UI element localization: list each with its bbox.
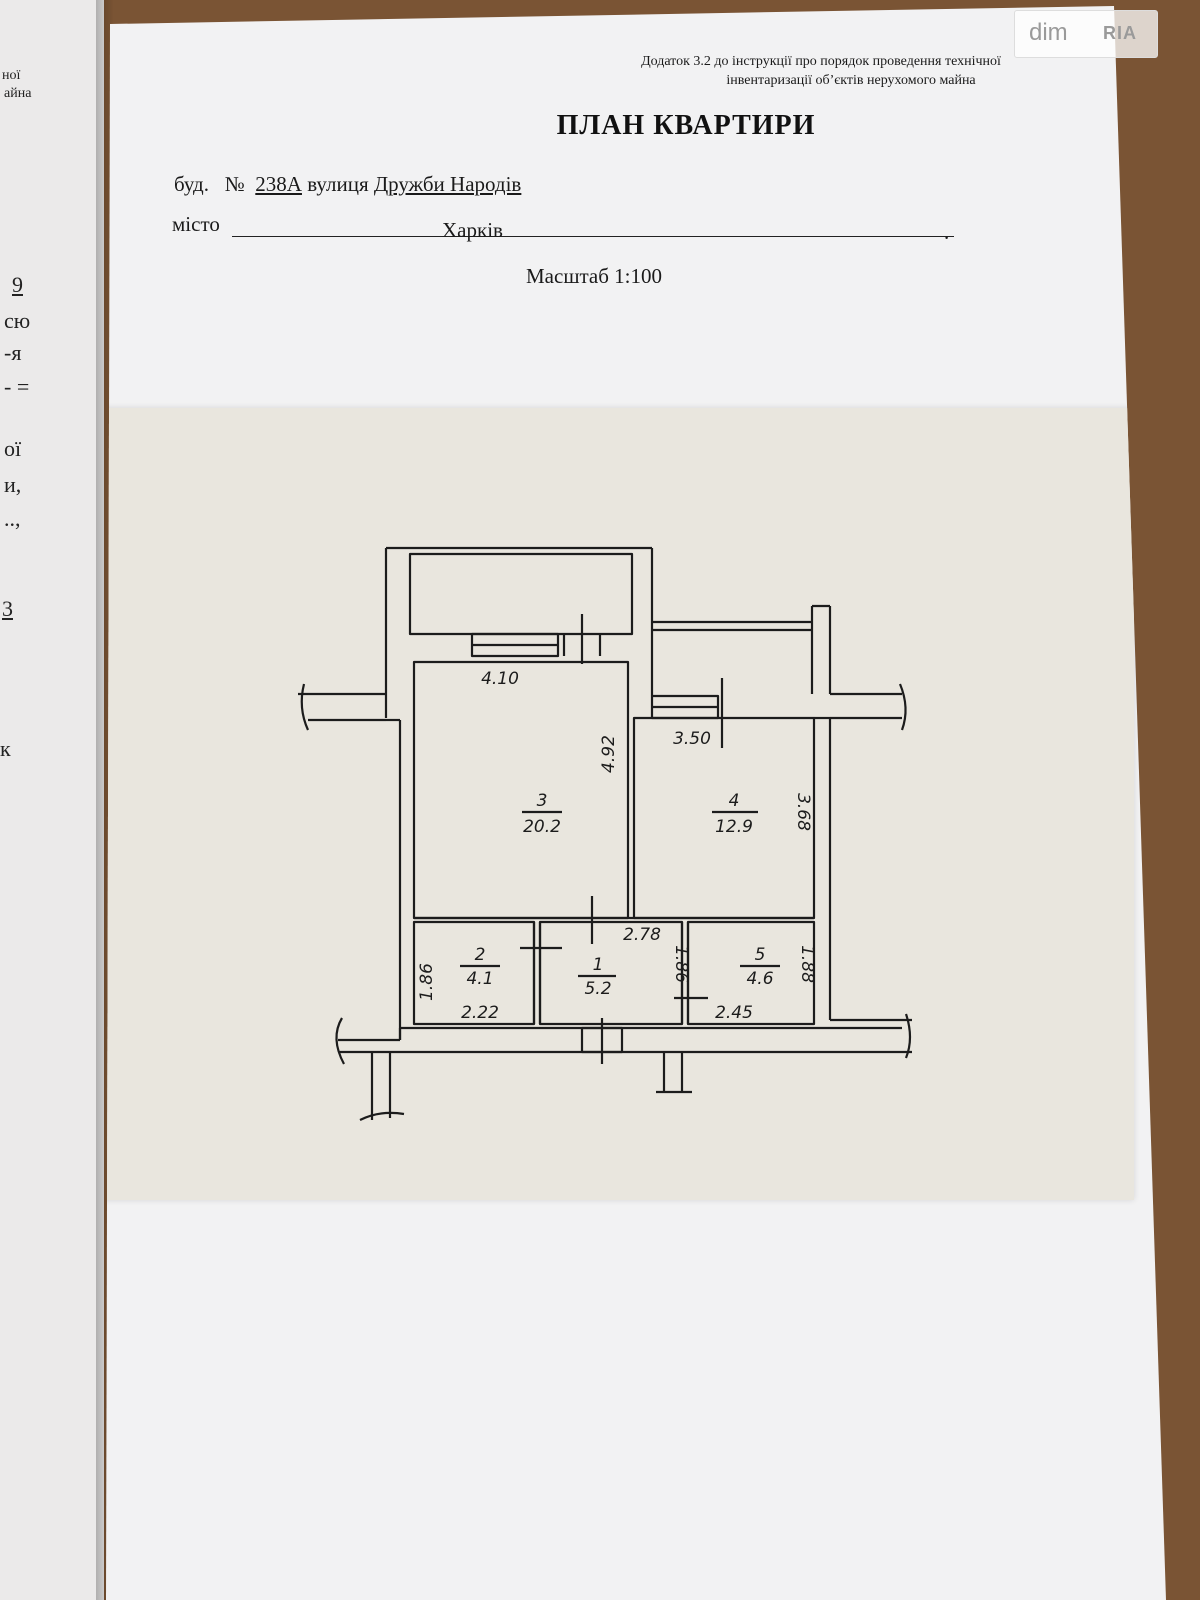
address-row: буд. № 238А вулиця Дружби Народів (174, 172, 521, 197)
annex-line-2: інвентаризації об’єктів нерухомого майна (726, 73, 976, 88)
dim-room5-depth: 1.88 (797, 945, 817, 983)
street-name: Дружби Народів (373, 172, 522, 196)
room-3-number: 3 (537, 791, 548, 811)
floor-plan-drawing: 3 20.2 4 12.9 2 4.1 1 5.2 5 4.6 4.10 4.9… (298, 546, 912, 1121)
dim-room3-depth: 4.92 (599, 735, 619, 773)
left-page-fragment: ної (2, 68, 21, 83)
watermark-dim-text: dim (1029, 19, 1068, 46)
room-1-area: 5.2 (584, 979, 611, 999)
annex-line-1: Додаток 3.2 до інструкції про порядок пр… (641, 54, 1001, 69)
left-page-fragment: 9 (12, 272, 23, 297)
left-page-fragment: -я (4, 340, 22, 365)
left-page-fragment: к (0, 736, 11, 761)
dim-room4-depth: 3.68 (793, 793, 813, 831)
number-sign: № (224, 172, 245, 196)
dim-room5-width: 2.45 (715, 1003, 753, 1023)
left-page-fragment: и, (4, 472, 22, 497)
balcony-outline (408, 552, 634, 636)
dim-ria-watermark: dim RIA (1014, 10, 1158, 58)
city-underline (232, 236, 954, 237)
city-name: Харків (442, 218, 503, 242)
left-page-fragment: 3 (2, 596, 13, 621)
bottom-left-break-mark (335, 1017, 345, 1065)
room-2-area: 4.1 (466, 969, 493, 989)
building-number: 238А (255, 172, 302, 196)
street-label: вулиця (307, 172, 369, 196)
room-3-area: 20.2 (523, 817, 561, 837)
scale-label: Масштаб 1:100 (526, 264, 663, 288)
dim-hall-width: 2.78 (623, 925, 661, 945)
left-page-fragment: ої (4, 436, 22, 461)
room-2-number: 2 (475, 945, 486, 965)
room-5-area: 4.6 (746, 969, 773, 989)
room-4-area: 12.9 (715, 817, 753, 837)
watermark-ria-text: RIA (1103, 23, 1137, 43)
page-title: ПЛАН КВАРТИРИ (556, 110, 816, 141)
tracing-paper-overlay: 3 20.2 4 12.9 2 4.1 1 5.2 5 4.6 4.10 4.9… (106, 408, 1134, 1200)
city-line-end: . (944, 220, 950, 244)
room-1-number: 1 (593, 955, 604, 975)
left-page: ної айна 9 сю -я - = ої и, .., 3 к (0, 0, 104, 1600)
lower-stub-left-break (359, 1111, 405, 1121)
left-page-fragment: .., (4, 506, 21, 531)
city-label: місто (172, 212, 220, 236)
bottom-right-break-mark (904, 1013, 912, 1059)
dim-hall-depth: 1.86 (671, 945, 691, 983)
left-break-mark (300, 683, 310, 731)
room-3-outline (412, 660, 630, 920)
dim-room4-width: 3.50 (673, 729, 711, 749)
room-4-number: 4 (729, 791, 740, 811)
dim-room2-depth: 1.86 (417, 963, 437, 1001)
left-page-fragment: - = (4, 374, 30, 399)
building-label: буд. (174, 172, 209, 196)
plan-walls (298, 546, 912, 1121)
left-page-fragment: айна (4, 86, 32, 101)
right-break-mark (898, 683, 907, 731)
room-5-number: 5 (755, 945, 766, 965)
document-page: Додаток 3.2 до інструкції про порядок пр… (106, 6, 1166, 1600)
dim-room2-width: 2.22 (461, 1003, 499, 1023)
left-page-fragment: сю (4, 308, 31, 333)
dim-room3-width: 4.10 (481, 669, 519, 689)
plan-labels: 3 20.2 4 12.9 2 4.1 1 5.2 5 4.6 4.10 4.9… (417, 669, 817, 1023)
annex-note: Додаток 3.2 до інструкції про порядок пр… (606, 52, 1036, 90)
